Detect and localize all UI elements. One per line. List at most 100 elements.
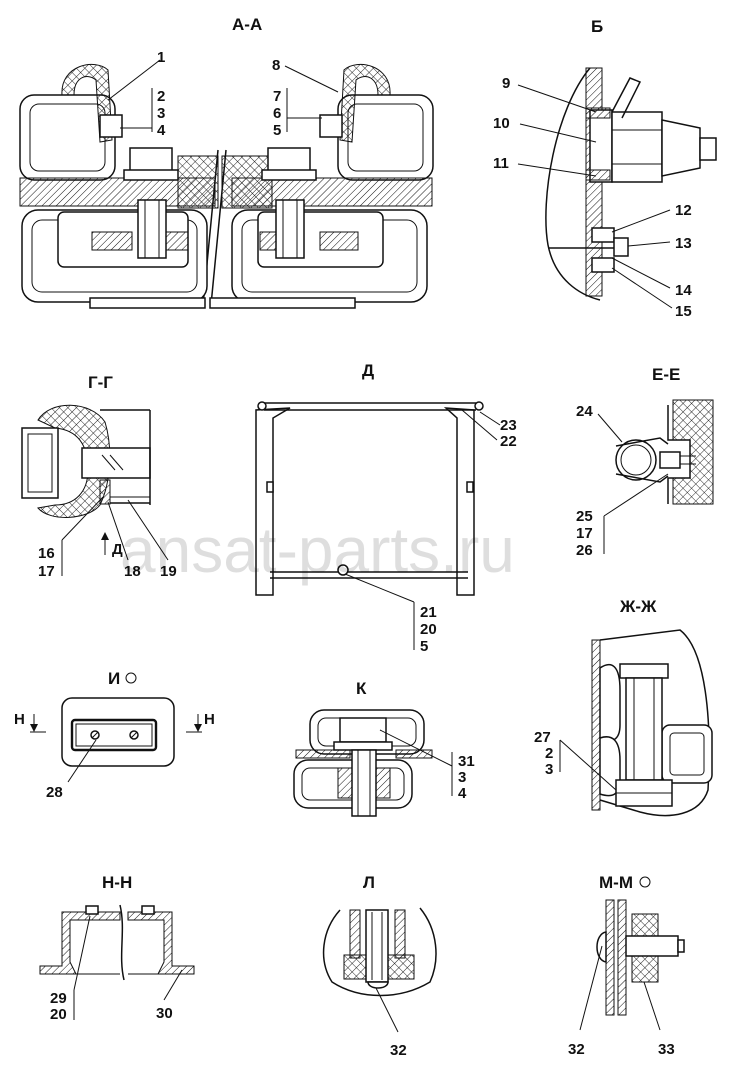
callout-32-mm: 32	[568, 1041, 585, 1058]
right-bolt-shank	[275, 199, 305, 259]
nn-right-screw	[141, 905, 155, 915]
callout-3-k: 3	[458, 769, 466, 786]
callout-33: 33	[658, 1041, 675, 1058]
callout-3-zh: 3	[545, 761, 553, 778]
section-mm-rotation-mark	[639, 876, 651, 888]
section-ee: Е-Е 24 25 17 26	[576, 365, 714, 559]
callout-30: 30	[156, 1005, 173, 1022]
left-insulation	[177, 155, 219, 209]
zhzh-nut	[619, 663, 669, 679]
section-mark-n-left: Н	[14, 711, 25, 728]
nn-break-line	[119, 904, 125, 981]
callout-25: 25	[576, 508, 593, 525]
section-zhzh: Ж-Ж 27 2 3	[534, 597, 713, 817]
nn-right-channel	[127, 911, 195, 975]
callout-4-k: 4	[458, 785, 467, 802]
callout-17-ee: 17	[576, 525, 593, 542]
callout-12: 12	[675, 202, 692, 219]
d-right-frame	[443, 407, 475, 596]
section-nn: Н-Н 29 20 30	[39, 873, 195, 1023]
mm-wall-right	[617, 899, 627, 1016]
ee-tube	[615, 439, 657, 481]
callout-28: 28	[46, 784, 63, 801]
nn-left-channel	[39, 911, 121, 975]
view-i-title: И	[108, 669, 120, 688]
k-nut	[339, 717, 387, 743]
l-break-outline	[322, 907, 437, 997]
callout-18: 18	[124, 563, 141, 580]
callout-17: 17	[38, 563, 55, 580]
left-bolt-head	[129, 147, 173, 173]
callout-2: 2	[157, 88, 165, 105]
view-k-title: К	[356, 679, 367, 698]
mm-spacer	[631, 955, 659, 983]
k-bolt	[351, 749, 377, 817]
d-clip	[337, 564, 349, 576]
callout-21: 21	[420, 604, 437, 621]
callout-4: 4	[157, 122, 166, 139]
section-gg: Г-Г Д 16 17 18 19	[21, 373, 177, 580]
d-left-frame	[255, 407, 291, 596]
zhzh-upper-clip	[599, 663, 621, 742]
callout-6: 6	[273, 105, 281, 122]
lamp-nut	[611, 111, 663, 183]
section-gg-title: Г-Г	[88, 373, 113, 392]
right-insulation	[221, 155, 273, 209]
callout-8: 8	[272, 57, 280, 74]
callout-5-d: 5	[420, 638, 428, 655]
gg-side-profile	[21, 427, 59, 499]
mm-screw-shank	[625, 935, 679, 957]
callout-10: 10	[493, 115, 510, 132]
view-d-title: Д	[362, 361, 374, 380]
mm-wall-left	[605, 899, 615, 1016]
view-i-rotation-mark	[125, 672, 137, 684]
section-b: Б 9 10 11 12 13 14 15	[493, 17, 717, 320]
callout-26: 26	[576, 542, 593, 559]
callout-32-l: 32	[390, 1042, 407, 1059]
gg-view-arrow-d: Д	[112, 541, 123, 558]
section-mm-title: М-М	[599, 873, 633, 892]
callout-31: 31	[458, 753, 475, 770]
zhzh-bolt	[625, 677, 663, 781]
callout-24: 24	[576, 403, 593, 420]
i-plaque	[70, 718, 158, 752]
callout-16: 16	[38, 545, 55, 562]
l-right-spacer	[387, 954, 415, 980]
right-seal-profile	[339, 63, 391, 143]
section-mm: М-М 32 33	[568, 873, 685, 1058]
callout-19: 19	[160, 563, 177, 580]
section-zhzh-title: Ж-Ж	[619, 597, 657, 616]
callout-20: 20	[420, 621, 437, 638]
callout-3: 3	[157, 105, 165, 122]
callout-1: 1	[157, 49, 165, 66]
callout-20-nn: 20	[50, 1006, 67, 1023]
ee-screw	[659, 451, 681, 469]
screw-head	[613, 237, 629, 257]
callout-22: 22	[500, 433, 517, 450]
callout-15: 15	[675, 303, 692, 320]
watermark: ansat-parts.ru	[120, 514, 515, 586]
callout-7: 7	[273, 88, 281, 105]
callout-2-zh: 2	[545, 745, 553, 762]
section-nn-title: Н-Н	[102, 873, 132, 892]
nn-left-screw	[85, 905, 99, 915]
section-b-title: Б	[591, 17, 603, 36]
section-ee-title: Е-Е	[652, 365, 680, 384]
zhzh-wall	[591, 639, 601, 811]
section-aa-title: А-А	[232, 15, 262, 34]
callout-23: 23	[500, 417, 517, 434]
view-d: Д 23 22 21 20 5	[255, 361, 517, 655]
section-mark-n-right: Н	[204, 711, 215, 728]
view-l-title: Л	[363, 873, 375, 892]
callout-9: 9	[502, 75, 510, 92]
callout-5: 5	[273, 122, 281, 139]
callout-29: 29	[50, 990, 67, 1007]
section-aa: А-А	[19, 15, 434, 309]
left-bolt-shank	[137, 199, 167, 259]
lamp-body	[661, 119, 701, 177]
right-bolt-head	[267, 147, 311, 173]
callout-13: 13	[675, 235, 692, 252]
callout-27: 27	[534, 729, 551, 746]
